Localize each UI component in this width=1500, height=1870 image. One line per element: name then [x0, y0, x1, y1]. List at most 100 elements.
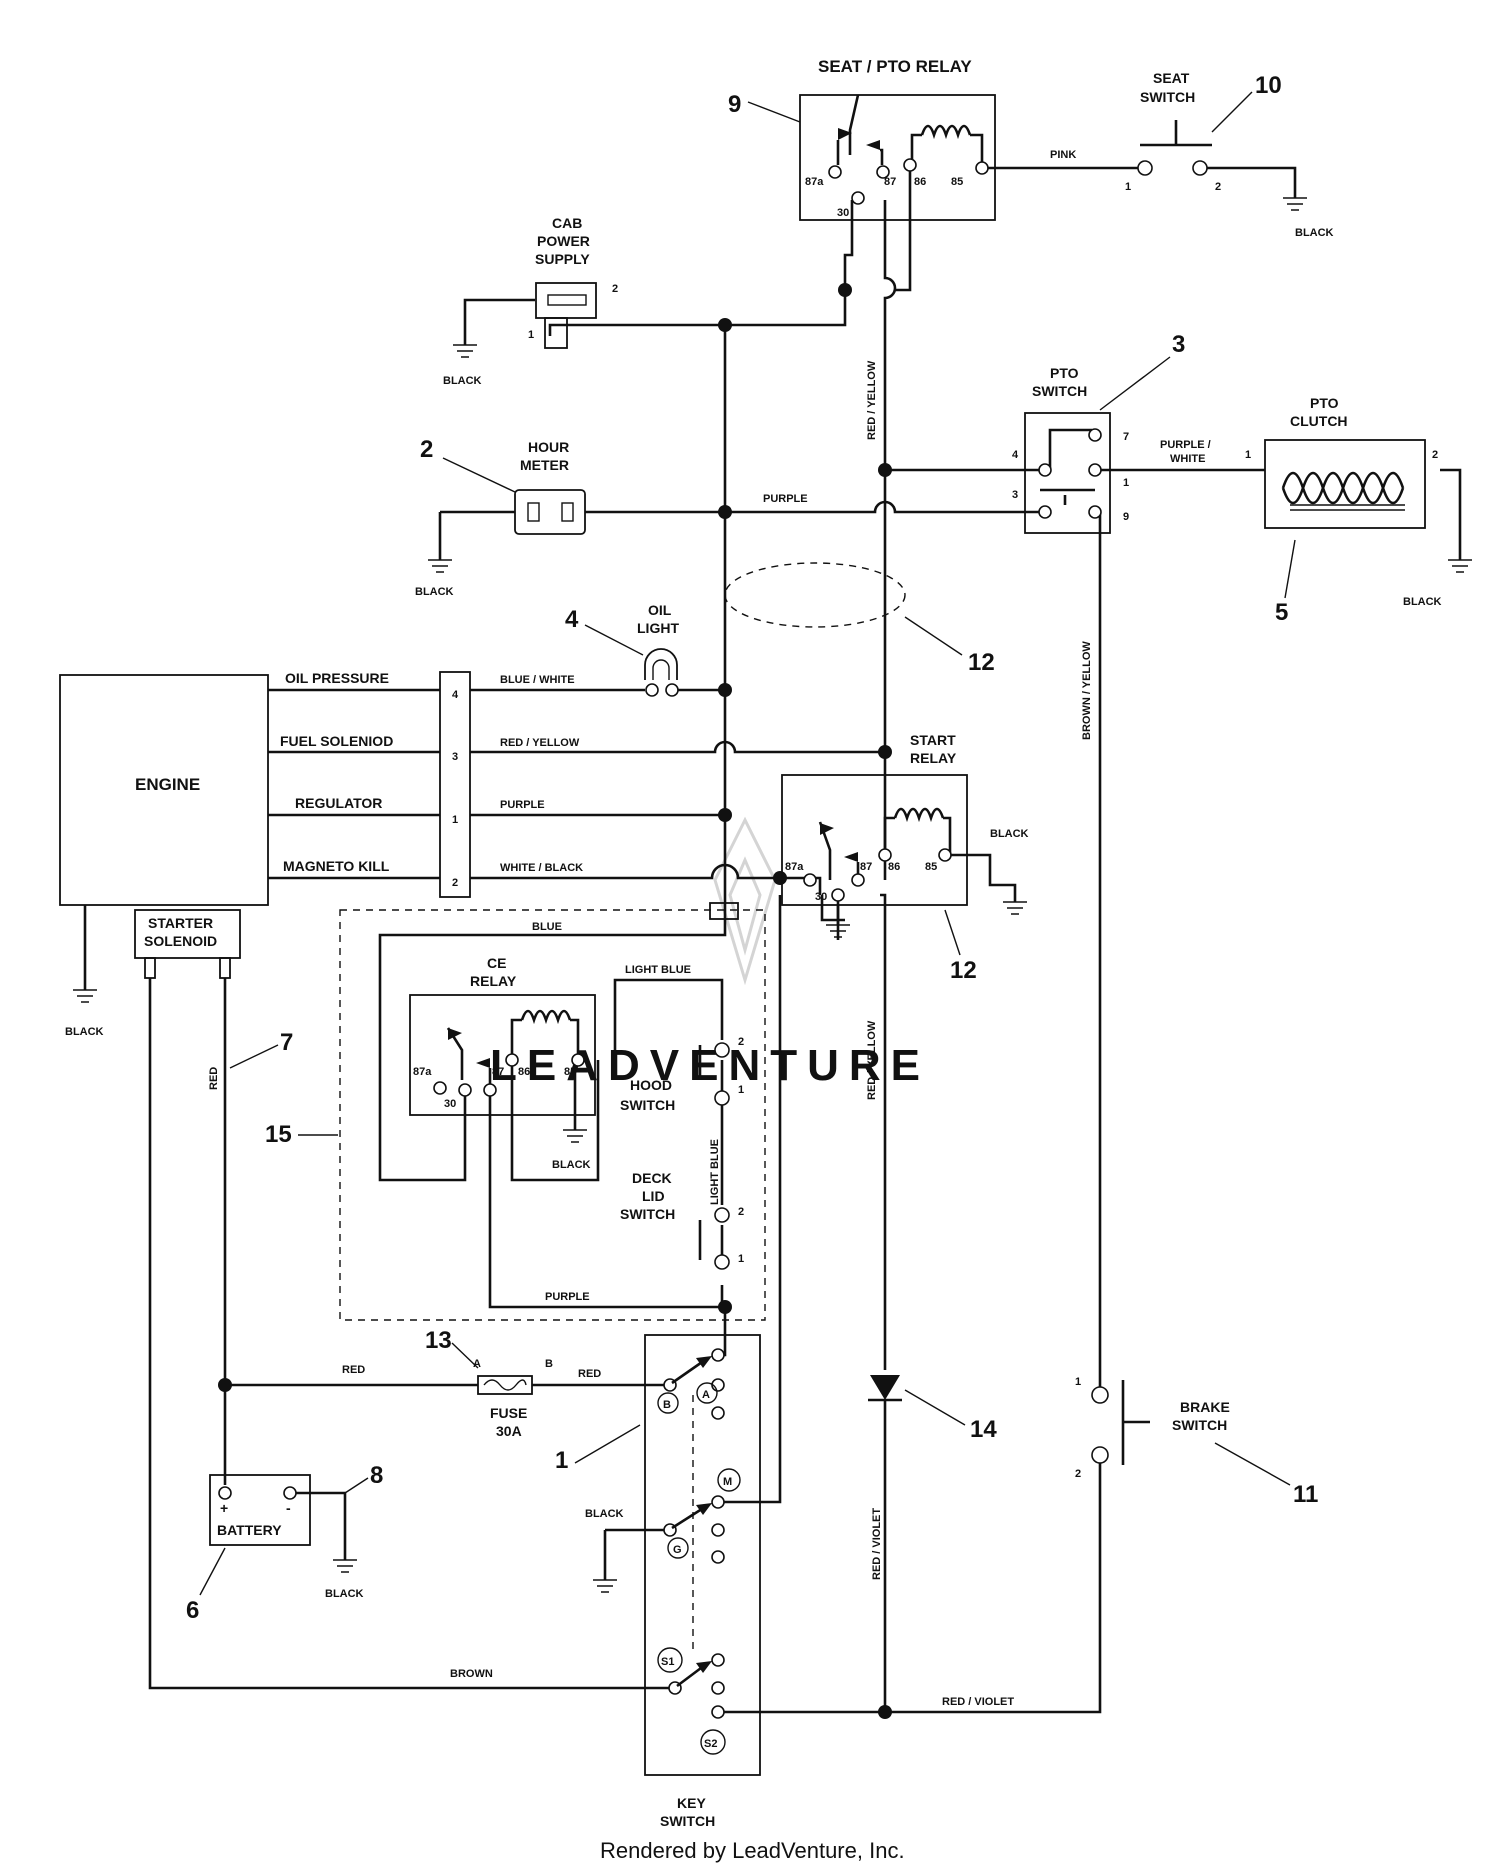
oil-light: OIL LIGHT 4 [565, 602, 679, 697]
oil-light-title-2: LIGHT [637, 620, 679, 636]
cab-power-pin-2: 2 [612, 283, 618, 295]
key-terminal-s2: S2 [704, 1738, 717, 1750]
wire-label-black-start: BLACK [990, 828, 1029, 840]
red-wire-number: 7 [280, 1029, 293, 1056]
pto-switch-pin-9: 9 [1123, 511, 1129, 523]
fuse-number: 13 [425, 1327, 452, 1354]
key-switch: 1 KEY SWITCH B A M G S1 S2 [555, 1334, 761, 1829]
deck-lid-switch-title-1: DECK [632, 1170, 672, 1186]
seat-switch-pin-1: 1 [1125, 181, 1131, 193]
oil-light-title-1: OIL [648, 602, 672, 618]
wire-label-light-blue-top: LIGHT BLUE [625, 964, 691, 976]
pto-switch-pin-7: 7 [1123, 431, 1129, 443]
fuse-title-2: 30A [496, 1423, 522, 1439]
ce-relay-pin-86: 86 [518, 1066, 530, 1078]
starter-solenoid: STARTER SOLENOID [134, 909, 241, 979]
ce-relay-pin-30: 30 [444, 1098, 456, 1110]
start-relay-pin-86: 86 [888, 861, 900, 873]
key-terminal-m: M [723, 1476, 732, 1488]
wire-label-brown: BROWN [450, 1668, 493, 1680]
watermark-text: LEADVENTURE [490, 1041, 930, 1090]
fuse-pin-a: A [473, 1358, 481, 1370]
hood-switch-pin-1: 1 [738, 1084, 744, 1096]
fuse: 13 A B FUSE 30A [425, 1327, 553, 1439]
starter-solenoid-title-2: SOLENOID [144, 933, 217, 949]
junctions [218, 283, 892, 1719]
cab-power-supply: CAB POWER SUPPLY 1 2 [528, 215, 618, 349]
start-relay-title-1: START [910, 732, 956, 748]
deck-lid-switch-pin-1: 1 [738, 1253, 744, 1265]
deck-lid-switch: DECK LID SWITCH 2 1 [620, 1170, 744, 1270]
engine-connector-pin-2: 2 [452, 877, 458, 889]
fuse-pin-b: B [545, 1358, 553, 1370]
seat-pto-relay-number: 9 [728, 91, 741, 118]
wire-label-black-cab: BLACK [443, 375, 482, 387]
seat-pto-pin-85: 85 [951, 176, 963, 188]
start-relay-title-2: RELAY [910, 750, 957, 766]
watermark: LEADVENTURE [490, 816, 930, 1090]
deck-lid-switch-title-3: SWITCH [620, 1206, 675, 1222]
starter-solenoid-title-1: STARTER [148, 915, 213, 931]
brake-switch-pin-1: 1 [1075, 1376, 1081, 1388]
seat-pto-pin-87a: 87a [805, 176, 824, 188]
key-switch-title-1: KEY [677, 1795, 706, 1811]
wire-label-black-hour: BLACK [415, 586, 454, 598]
wire-label-purple-hour: PURPLE [763, 493, 808, 505]
start-relay: START RELAY 12 87a 30 87 86 85 [781, 732, 977, 984]
seat-switch-pin-2: 2 [1215, 181, 1221, 193]
deck-lid-switch-title-2: LID [642, 1188, 665, 1204]
start-relay-number: 12 [950, 957, 977, 984]
key-terminal-b: B [663, 1399, 671, 1411]
cab-power-pin-1: 1 [528, 329, 534, 341]
wire-label-black-ce: BLACK [552, 1159, 591, 1171]
seat-pto-pin-86: 86 [914, 176, 926, 188]
wire-label-black-clutch: BLACK [1403, 596, 1442, 608]
seat-switch-number: 10 [1255, 72, 1282, 99]
ce-relay-pin-85: 85 [564, 1066, 576, 1078]
engine-signal-oil-pressure: OIL PRESSURE [285, 670, 389, 686]
wire-label-blue: BLUE [532, 921, 562, 933]
engine-signal-magneto-kill: MAGNETO KILL [283, 858, 390, 874]
pto-clutch: PTO CLUTCH 5 1 2 [1245, 395, 1438, 626]
hood-switch: HOOD SWITCH 2 1 [620, 1036, 744, 1113]
wire-label-red-violet-vertical: RED / VIOLET [871, 1508, 883, 1580]
hood-switch-pin-2: 2 [738, 1036, 744, 1048]
wires [83, 165, 1462, 1714]
seat-pto-pin-87: 87 [884, 176, 896, 188]
battery-number: 6 [186, 1597, 199, 1624]
wire-label-purple-white-2: WHITE [1170, 453, 1205, 465]
ce-relay: CE RELAY 87a 30 87 86 85 [409, 955, 596, 1116]
cab-power-title-1: CAB [552, 215, 582, 231]
key-terminal-s1: S1 [661, 1656, 674, 1668]
brake-switch: 1 2 BRAKE SWITCH 11 [1075, 1376, 1318, 1508]
key-switch-title-2: SWITCH [660, 1813, 715, 1829]
hour-meter-title-2: METER [520, 457, 569, 473]
deck-lid-switch-pin-2: 2 [738, 1206, 744, 1218]
wire-label-purple-white-1: PURPLE / [1160, 439, 1211, 451]
hour-meter-title-1: HOUR [528, 439, 569, 455]
wire-label-purple-ce: PURPLE [545, 1291, 590, 1303]
pto-switch-title-1: PTO [1050, 365, 1079, 381]
seat-switch: SEAT SWITCH 10 1 2 [1125, 70, 1282, 193]
ce-relay-title-1: CE [487, 955, 506, 971]
wire-label-black-battery: BLACK [325, 1588, 364, 1600]
footer-credit: Rendered by LeadVenture, Inc. [600, 1838, 905, 1863]
wire-labels: PINK BLACK BLACK BLACK BLACK BLACK BLACK… [65, 149, 1442, 1708]
wire-label-red-yellow-fuel: RED / YELLOW [500, 737, 580, 749]
key-switch-number: 1 [555, 1447, 568, 1474]
oil-light-number: 4 [565, 606, 579, 633]
harness-bundle: 12 [724, 562, 995, 676]
pto-switch: PTO SWITCH 3 4 3 7 1 9 [1012, 331, 1185, 534]
wire-label-red-yellow-upper: RED / YELLOW [866, 360, 878, 440]
ce-relay-title-2: RELAY [470, 973, 517, 989]
cab-power-title-2: POWER [537, 233, 590, 249]
diode-number: 14 [970, 1416, 997, 1443]
hour-meter: HOUR METER 2 [420, 436, 586, 535]
brake-switch-number: 11 [1293, 1481, 1318, 1508]
pto-clutch-pin-1: 1 [1245, 449, 1251, 461]
wire-label-red-violet-bottom: RED / VIOLET [942, 1696, 1014, 1708]
wire-label-black-seat: BLACK [1295, 227, 1334, 239]
seat-switch-title-1: SEAT [1153, 70, 1190, 86]
pto-switch-title-2: SWITCH [1032, 383, 1087, 399]
